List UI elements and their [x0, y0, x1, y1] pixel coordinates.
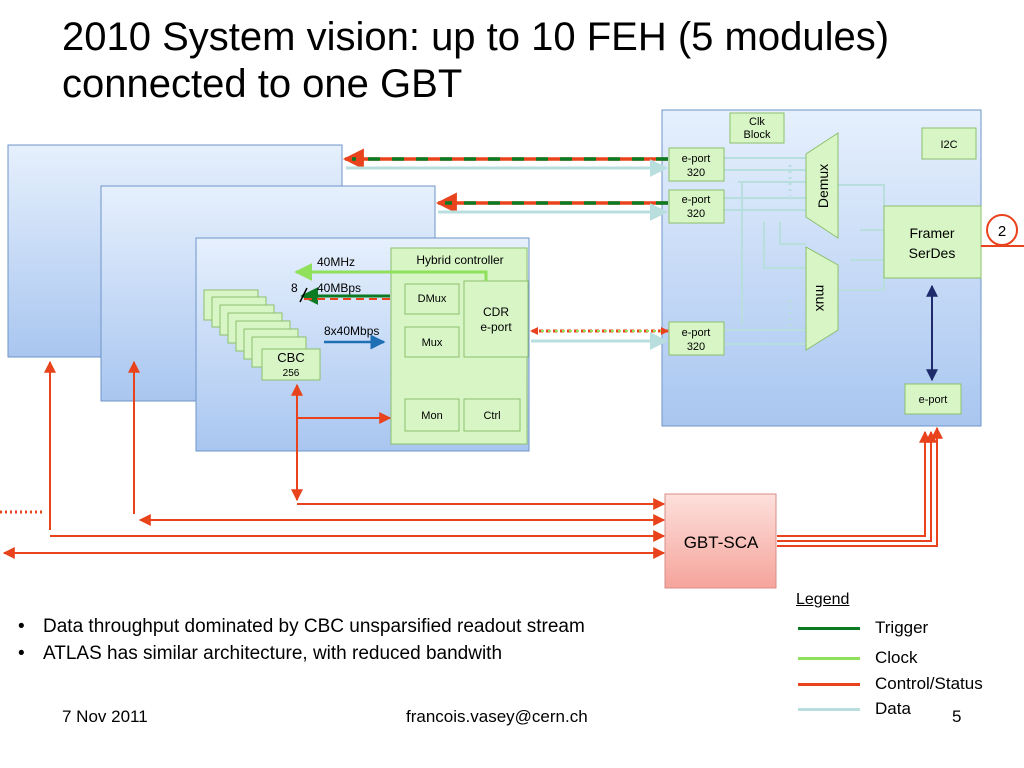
mux-label: mux: [813, 285, 829, 311]
bullet-item: • Data throughput dominated by CBC unspa…: [18, 613, 585, 640]
framer-serdes-block: [883, 205, 982, 279]
gbt-internal-lines: [724, 157, 885, 345]
dmux-label: DMux: [418, 293, 447, 305]
eport-1-rate: 320: [687, 167, 705, 179]
system-diagram: Clk Block I2C e-port 320 e-port 320 e-po…: [0, 109, 1024, 589]
legend-label-trigger: Trigger: [875, 618, 929, 637]
legend-label-data: Data: [875, 699, 911, 718]
ctrl-rate-label: 40MBps: [317, 281, 361, 295]
mux-block: [805, 246, 839, 351]
title-line-1: 2010 System vision: up to 10 FEH (5 modu…: [62, 15, 890, 59]
serdes-label: SerDes: [909, 245, 956, 261]
dmux-block: [404, 283, 460, 315]
clk-block: [729, 112, 785, 144]
demux-label: Demux: [815, 164, 831, 208]
clk-block-label-2: Block: [744, 129, 771, 141]
badge-label: 2: [998, 223, 1006, 240]
footer-date: 7 Nov 2011: [62, 707, 148, 726]
legend-swatch-data: [798, 707, 860, 711]
clock-line: [294, 263, 488, 281]
footer-email: francois.vasey@cern.ch: [406, 707, 588, 726]
bullet-list: • Data throughput dominated by CBC unspa…: [18, 613, 585, 667]
legend-swatch-control-status: [798, 682, 860, 686]
framer-label: Framer: [909, 225, 954, 241]
cdr-eport-label: e-port: [480, 320, 512, 334]
i2c-label: I2C: [940, 139, 957, 151]
legend-swatch-clock: [798, 656, 860, 660]
bullet-dot: •: [18, 643, 25, 664]
legend-item-clock: Clock: [798, 646, 918, 670]
eport-2-label: e-port: [682, 194, 711, 206]
bullet-item: • ATLAS has similar architecture, with r…: [18, 640, 585, 667]
eport-1: [668, 147, 725, 182]
eport-2: [668, 189, 725, 224]
cbc-count: 256: [283, 368, 300, 379]
legend-item-control-status: Control/Status: [798, 672, 983, 696]
eport-3-rate: 320: [687, 341, 705, 353]
cbc-label: CBC: [277, 350, 304, 365]
legend-item-data: Data: [798, 697, 911, 721]
eport-bottom: [904, 383, 962, 415]
sca-control-lines: [0, 360, 943, 559]
eport-3: [668, 321, 725, 356]
mon-label: Mon: [421, 410, 442, 422]
eport-1-label: e-port: [682, 153, 711, 165]
eport-2-rate: 320: [687, 208, 705, 220]
bullet-dot: •: [18, 616, 25, 637]
footer-page-number: 5: [952, 707, 962, 726]
i2c-block: [921, 127, 977, 160]
ctrl-block: [463, 398, 521, 432]
mon-block: [404, 398, 460, 432]
gbt-sca-label: GBT-SCA: [684, 533, 759, 552]
legend-title: Legend: [796, 591, 850, 608]
hybrid-controller-title: Hybrid controller: [416, 253, 503, 267]
legend-item-trigger: Trigger: [798, 616, 928, 640]
cbc-chip: [261, 348, 321, 381]
legend-label-clock: Clock: [875, 648, 918, 667]
cdr-label: CDR: [483, 305, 509, 319]
ctrl-label: Ctrl: [483, 410, 500, 422]
gbt-sca-block: [664, 493, 777, 589]
bus-width-label: 8: [291, 281, 298, 295]
arrow-head-left-3: [530, 327, 538, 335]
mux-hc-label: Mux: [422, 337, 443, 349]
mux-hc-block: [404, 326, 460, 358]
badge-circle: [986, 214, 1018, 246]
legend-label-control-status: Control/Status: [875, 674, 983, 693]
bullet-text: Data throughput dominated by CBC unspars…: [43, 616, 585, 637]
demux-block: [805, 132, 839, 239]
eport-bottom-label: e-port: [919, 394, 948, 406]
bullet-text: ATLAS has similar architecture, with red…: [43, 643, 503, 664]
slide-title: 2010 System vision: up to 10 FEH (5 modu…: [62, 14, 1012, 108]
clk-block-label-1: Clk: [749, 116, 765, 128]
eport-3-label: e-port: [682, 327, 711, 339]
clock-freq-label: 40MHz: [317, 255, 355, 269]
bus-slash: [299, 287, 308, 303]
data-rate-label: 8x40Mbps: [324, 324, 379, 338]
title-line-2: connected to one GBT: [62, 62, 463, 106]
cdr-eport-block: [463, 280, 529, 358]
legend-swatch-trigger: [798, 626, 860, 630]
